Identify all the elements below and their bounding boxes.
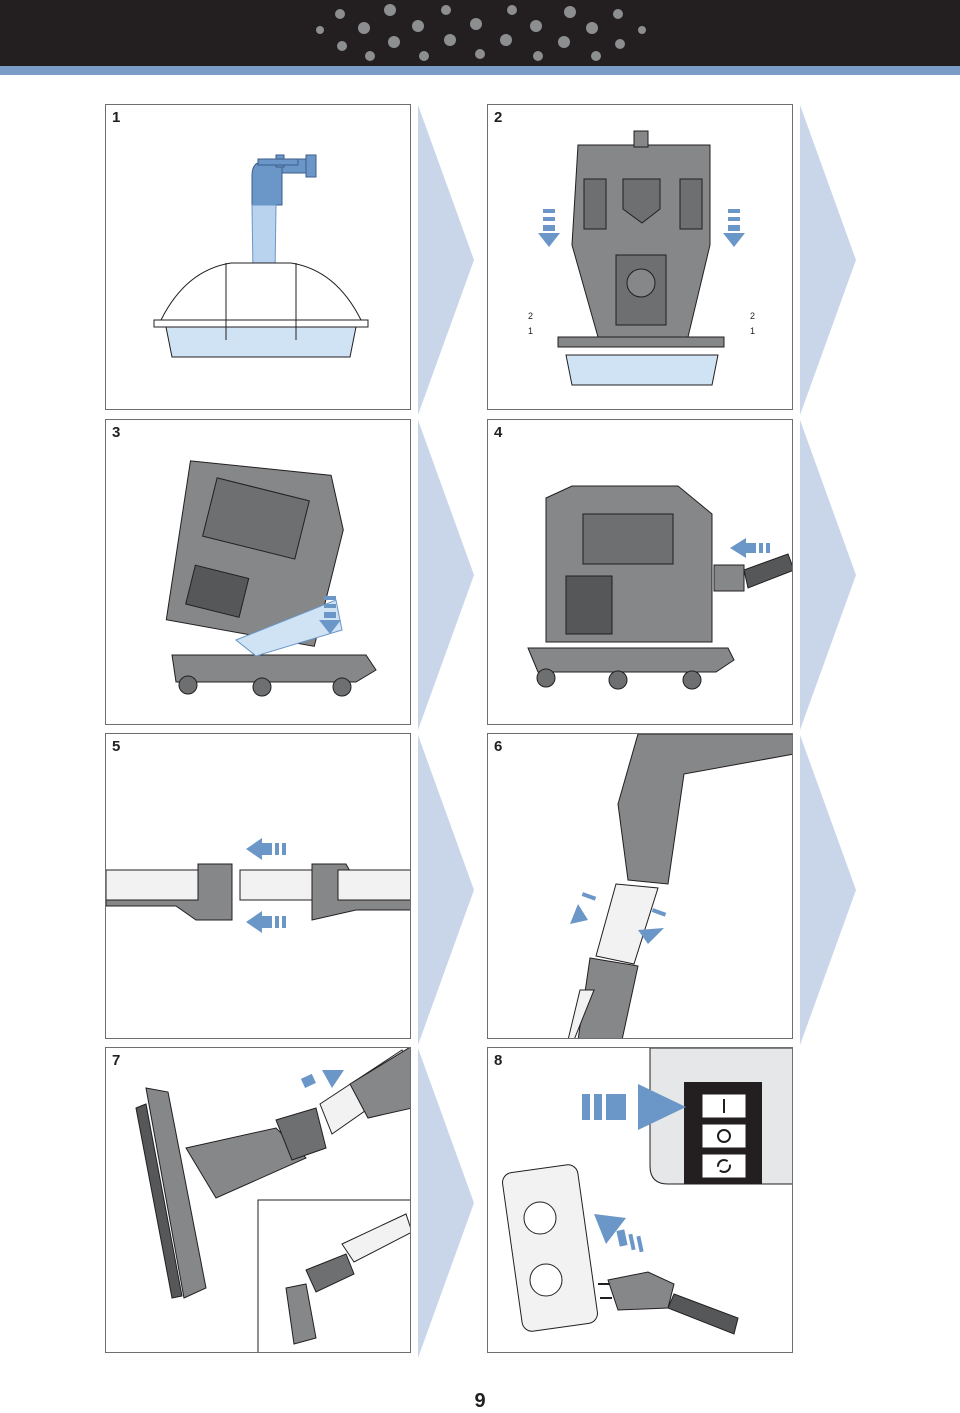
- arrow-icon: [582, 1084, 686, 1130]
- header-stripe: [0, 66, 960, 75]
- chevron-arrow-decoration: [418, 1048, 474, 1358]
- switch-cycle-icon: [701, 1153, 747, 1179]
- step-number: 1: [112, 109, 121, 126]
- page-number: 9: [474, 1390, 486, 1412]
- step-number: 7: [112, 1052, 121, 1069]
- fill-basin-illustration: [153, 154, 369, 358]
- arrow-icon: [246, 838, 286, 933]
- latch-label: 1: [528, 326, 533, 336]
- arrow-icon: [594, 1214, 644, 1253]
- attach-brush-illustration: [135, 1048, 410, 1352]
- tilt-body-illustration: [165, 460, 377, 697]
- plug-icon: [598, 1271, 739, 1335]
- step-number: 2: [494, 109, 503, 126]
- page-header: [0, 0, 960, 66]
- step-panel-1: 1: [105, 104, 411, 410]
- chevron-arrow-decoration: [418, 420, 474, 730]
- connect-tubes-illustration: [106, 838, 410, 933]
- step-number: 5: [112, 738, 121, 755]
- chevron-arrow-decoration: [418, 105, 474, 415]
- arrow-icon: [730, 538, 770, 558]
- step-number: 4: [494, 424, 503, 441]
- step-panel-8: 8: [487, 1047, 793, 1353]
- latch-label: 2: [528, 311, 533, 321]
- dot-pattern-decoration: [316, 4, 646, 61]
- step-panel-4: 4: [487, 419, 793, 725]
- step-panel-3: 3: [105, 419, 411, 725]
- faucet-icon: [251, 154, 317, 206]
- switch-off-icon: [701, 1123, 747, 1149]
- power-on-illustration: [502, 1048, 792, 1335]
- step-panel-7: 7: [105, 1047, 411, 1353]
- step-number: 8: [494, 1052, 503, 1069]
- chevron-arrow-decoration: [800, 105, 856, 415]
- attach-wand-illustration: [567, 734, 792, 1038]
- latch-label: 2: [750, 311, 755, 321]
- step-panel-6: 6: [487, 733, 793, 1039]
- step-panel-5: 5: [105, 733, 411, 1039]
- outlet-icon: [502, 1164, 598, 1332]
- arrow-icon: [319, 596, 341, 634]
- step-panel-2: 2 2 1 2 1: [487, 104, 793, 410]
- chevron-arrow-decoration: [800, 735, 856, 1045]
- step-number: 3: [112, 424, 121, 441]
- step-number: 6: [494, 738, 503, 755]
- chevron-arrow-decoration: [800, 420, 856, 730]
- latch-label: 1: [750, 326, 755, 336]
- arrow-icon: [538, 209, 745, 247]
- attach-hose-illustration: [527, 485, 792, 690]
- switch-on-icon: [701, 1093, 747, 1119]
- hose-end: [713, 553, 792, 592]
- attach-body-illustration: 2 1 2 1: [528, 130, 755, 386]
- arrow-icon: [300, 1070, 344, 1088]
- arrow-icon: [570, 892, 667, 944]
- chevron-arrow-decoration: [418, 735, 474, 1045]
